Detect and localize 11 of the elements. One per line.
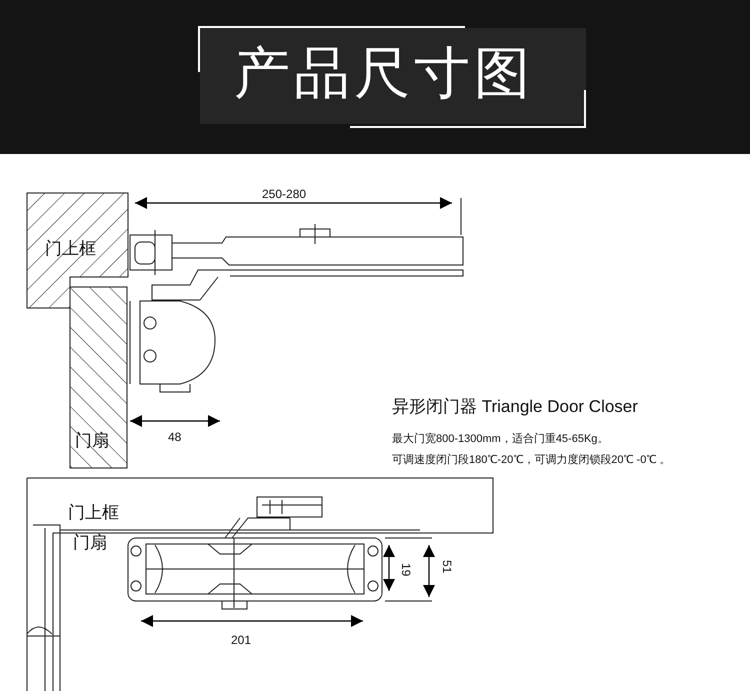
dimension-label: 48 — [168, 431, 182, 443]
dimension-label: 201 — [231, 634, 252, 646]
title: 产品尺寸图 — [234, 46, 534, 102]
part-label: 门上框 — [68, 504, 119, 521]
product-name: 异形闭门器 Triangle Door Closer — [392, 398, 638, 415]
dimension-label: 19 — [400, 563, 412, 576]
spec-text: 最大门宽800-1300mm，适合门重45-65Kg。 — [392, 434, 608, 445]
spec-text: 可调速度闭门段180℃-20℃，可调力度闭锁段20℃ -0℃ 。 — [392, 455, 670, 466]
dimension-label: 51 — [441, 560, 453, 574]
part-label: 门扇 — [73, 534, 107, 551]
dimension-label: 250-280 — [262, 188, 306, 200]
